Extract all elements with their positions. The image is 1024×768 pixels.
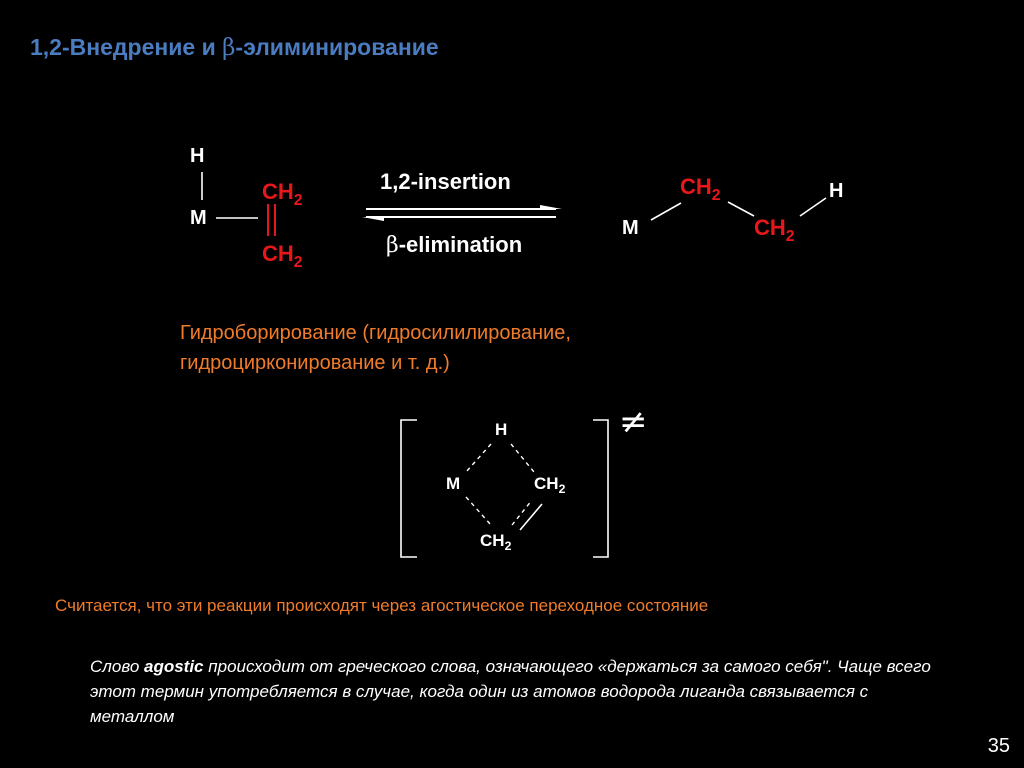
- right-ch2-b: CH2: [754, 215, 795, 245]
- slide-title: 1,2-Внедрение и β-элиминирование: [30, 34, 439, 61]
- left-m-label: M: [190, 207, 207, 229]
- left-bracket: [400, 419, 417, 558]
- right-h-label: H: [829, 180, 844, 202]
- right-bracket: [593, 419, 609, 558]
- reverse-arrow-head: [362, 217, 384, 221]
- ts-m-label: M: [446, 474, 461, 493]
- ch2-h-bond: [799, 197, 827, 217]
- left-ch2-bottom: CH2: [262, 241, 303, 271]
- left-h-label: H: [190, 145, 205, 167]
- hydro-note: Гидроборирование (гидросилилирование, ги…: [180, 322, 571, 374]
- ch2-ch2-solid-bond: [519, 503, 543, 531]
- h-m-dashed-bond: [465, 443, 492, 473]
- m-ch2-bond: [650, 202, 682, 221]
- title-suffix: -элиминирование: [235, 34, 439, 60]
- right-m-label: M: [622, 217, 639, 239]
- ts-ch2-bottom: CH2: [480, 531, 512, 554]
- agostic-word: agostic: [144, 657, 204, 676]
- agostic-intro: Считается, что эти реакции происходят че…: [55, 596, 709, 615]
- m-ch2-dashed-bond: [465, 496, 492, 526]
- ch2-ch2-dashed-bond: [511, 499, 533, 526]
- title-prefix: 1,2-Внедрение и: [30, 34, 223, 60]
- h-ch2-dashed-bond: [510, 443, 535, 473]
- right-ch2-a: CH2: [680, 174, 721, 204]
- elimination-label: β-elimination: [386, 232, 523, 258]
- ts-h-label: H: [495, 420, 508, 439]
- left-ch2-top: CH2: [262, 179, 303, 209]
- ch2-ch2-bond: [727, 201, 755, 217]
- ts-ch2-right: CH2: [534, 474, 566, 497]
- page-number: 35: [987, 735, 1010, 757]
- insertion-label: 1,2-insertion: [380, 169, 511, 194]
- transition-state-symbol: ≠: [619, 402, 648, 442]
- forward-arrow-head: [540, 205, 562, 209]
- agostic-explanation: Слово agostic происходит от греческого с…: [90, 657, 931, 726]
- title-beta: β: [222, 35, 236, 61]
